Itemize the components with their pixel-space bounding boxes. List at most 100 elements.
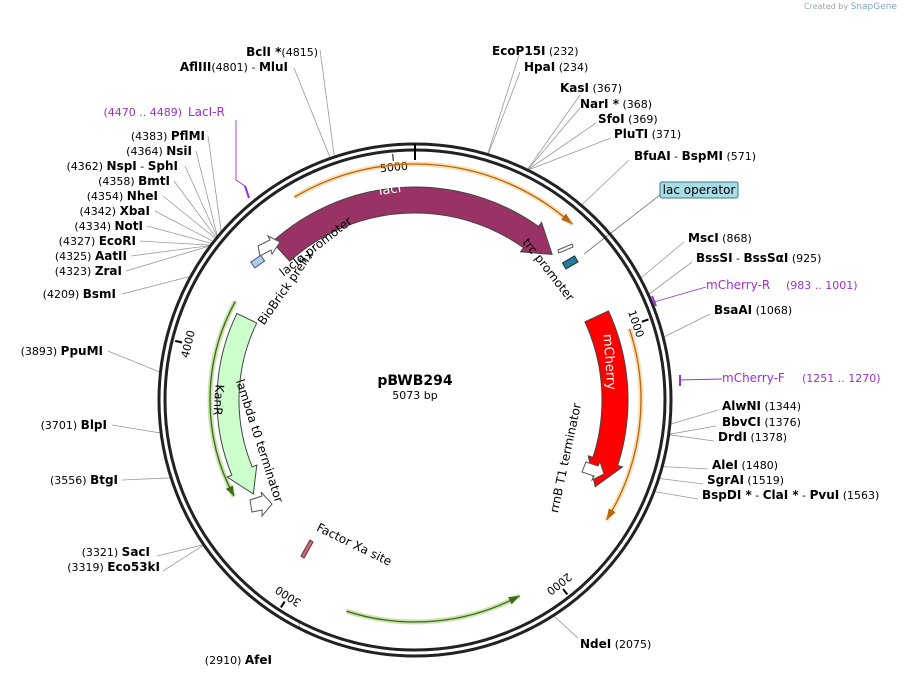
site-separator: - [671,150,682,163]
feature-laci [271,186,553,262]
tick-mark-1000 [641,318,649,323]
site-label-xbai: (4342) XbaI [80,204,150,218]
site-name: BclI * [246,45,282,59]
site-position: (371) [652,128,682,141]
leader-msci [640,241,685,279]
site-position: (4342) [80,205,117,218]
lac-operator-callout: lac operator [659,181,739,199]
site-label-sgrai: SgrAI (1519) [707,473,784,487]
site-position: (4362) [66,160,103,173]
tick-label-5000: 5000 [379,160,408,175]
leader-xbai [154,210,214,242]
site-position: (3319) [67,561,104,574]
primer-range: (4470 .. 4489) [103,106,182,119]
site-label-nhei: (4354) NheI [87,189,158,203]
site-name: BspDI * [702,488,752,502]
leader-ecori [139,240,210,246]
leader-bsmi [121,276,190,295]
site-position: (4325) [55,250,92,263]
site-position: (3701) [41,419,78,432]
site-name: AfeI [245,653,272,667]
site-position: (2075) [615,638,652,651]
site-name: SgrAI [707,473,744,487]
site-position: (232) [549,45,579,58]
site-label-pflmi: (4383) PflMI [131,129,205,143]
site-name: HpaI [524,60,555,74]
primer-leader-mcherry-r [653,286,707,303]
site-label-bsmi: (4209) BsmI [43,287,116,301]
site-label-noti: (4334) NotI [74,219,143,233]
site-separator: - [248,61,259,74]
leader-zrai [125,245,210,272]
primer-range: (1251 .. 1270) [802,372,881,385]
factor-xa-site-glyph [300,539,314,559]
site-leader-lines [107,49,723,639]
credit-prefix: Created by [804,2,849,11]
leader-saci [156,544,203,557]
site-name: SfoI [598,112,625,126]
site-label-msci: MscI (868) [688,231,752,245]
site-name: NspI [107,159,137,173]
site-label-nsii: (4364) NsiI [126,144,192,158]
site-position: (369) [628,113,658,126]
site-name: PvuI [810,488,840,502]
feature-kanr [216,312,258,495]
site-position: (234) [559,61,589,74]
leader-alei [663,466,709,470]
site-position: (1378) [750,431,787,444]
leader-bmti [173,180,217,238]
site-label-bbvci: BbvCI (1376) [722,415,801,429]
lac-operator-glyph [561,255,579,270]
leader-hpai [488,71,521,154]
feature-mcherry [584,310,629,488]
site-position: (4334) [74,220,111,233]
orange-arc-2-arrowhead [606,508,616,520]
leader-plutI [528,137,612,171]
site-position: (368) [622,98,652,111]
site-separator: - [752,489,763,502]
site-name: AflIII [180,60,212,74]
site-name: MluI [259,60,288,74]
primer-leader-mcherry-f [679,378,723,381]
tick-label-1000: 1000 [625,308,646,339]
leader-ecop15i [487,54,520,154]
site-label-alwni: AlwNI (1344) [722,399,801,413]
site-name: EcoP15I [492,44,546,58]
site-name: BsmI [83,287,116,301]
primer-name: mCherry-F [722,371,785,385]
feature-label-factor-xa-site: Factor Xa site [314,520,393,568]
leader-pflmi [207,135,222,232]
site-name: BbvCI [722,415,761,429]
primer-mark-laci-r [244,185,250,199]
site-label-kasi: KasI (367) [560,81,622,95]
primer-range: (983 .. 1001) [786,279,858,292]
credit-brand: SnapGene [850,2,897,12]
leader-kasi [527,94,581,170]
site-name: NdeI [580,637,611,651]
site-name: NsiI [166,144,192,158]
lac-operator-callout-box [659,181,739,199]
leader-aatii [130,245,210,257]
leader-sfoi [528,122,597,170]
primer-label-mcherry-r: mCherry-R (983 .. 1001) [706,278,858,292]
primer-mark-mcherry-r [651,295,657,307]
site-position: (4209) [43,288,80,301]
leader-bspdi [654,491,699,500]
site-separator: - [733,252,744,265]
site-name: ClaI * [763,488,800,502]
site-name: BfuAI [634,149,671,163]
primer-name: mCherry-R [706,278,770,292]
site-label-bmti: (4358) BmtI [98,174,170,188]
orange-arc-2 [605,328,642,521]
feature-label-kanr: KanR [210,384,226,416]
site-position: (868) [722,232,752,245]
biobrick-prefix-glyph [250,254,266,269]
site-label-bsaai: BsaAI (1068) [714,303,792,317]
leader-afliii-mlui [293,67,331,158]
leader-alwni [670,409,719,425]
feature-label-mcherry: mCherry [600,333,619,390]
site-position: (1068) [756,304,793,317]
site-name: PluTI [614,127,648,141]
